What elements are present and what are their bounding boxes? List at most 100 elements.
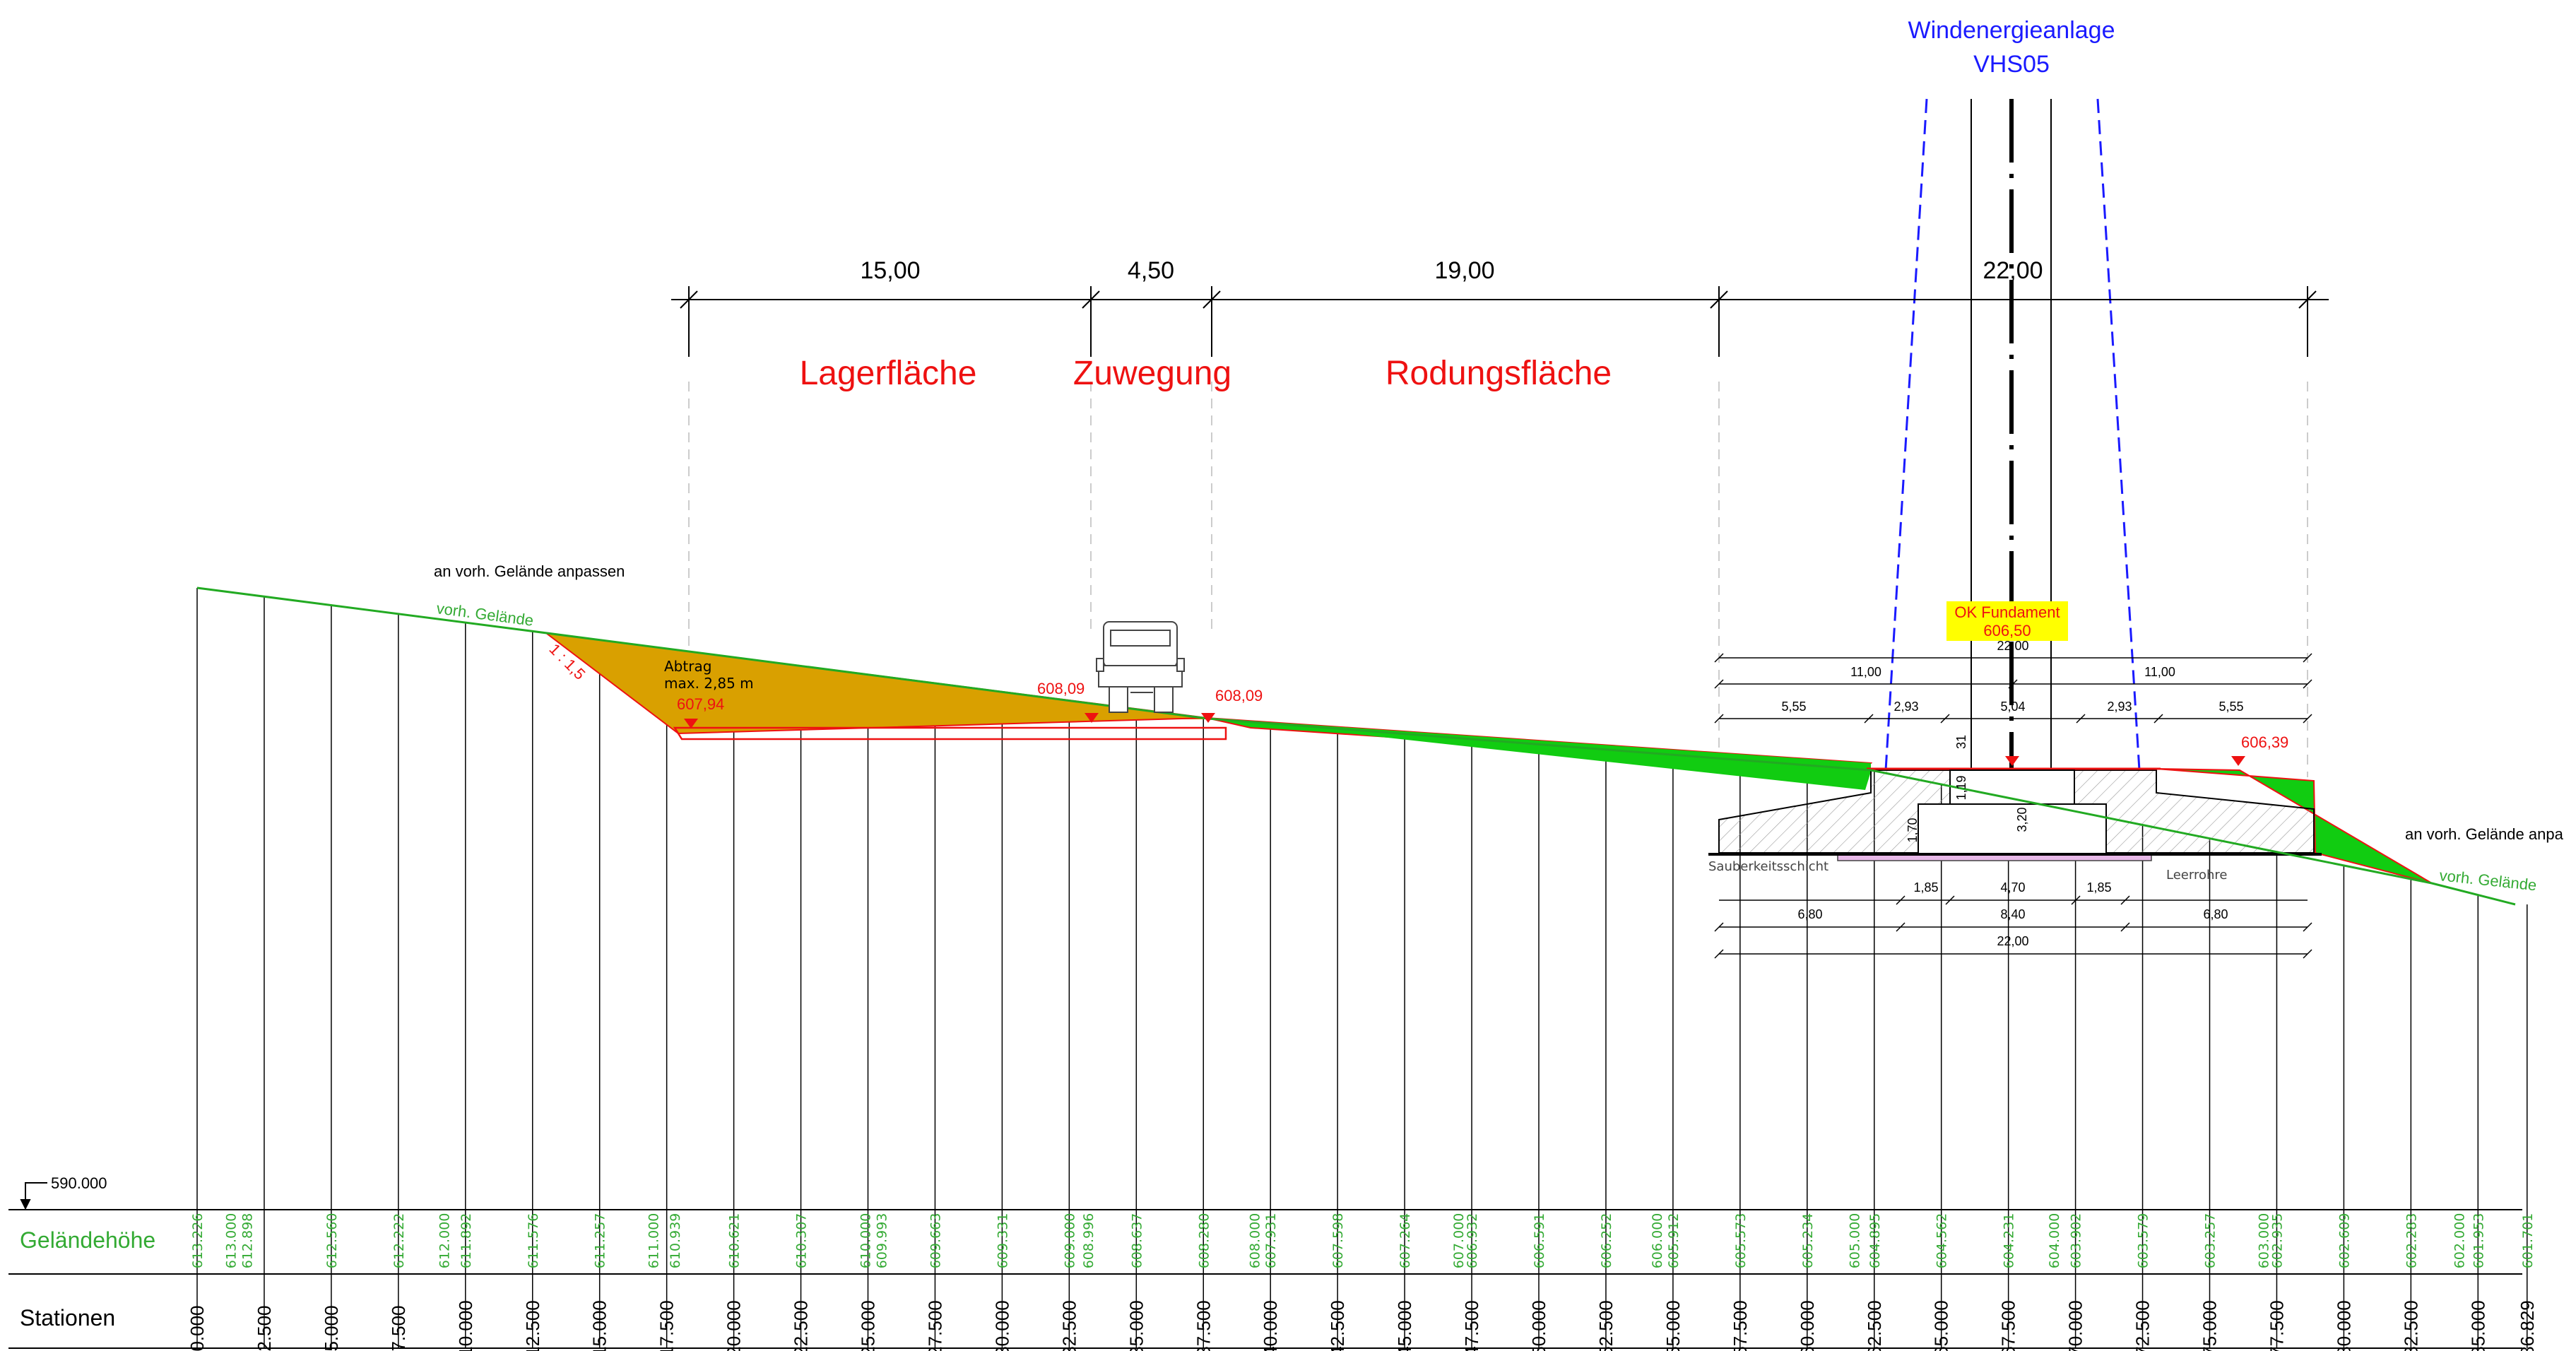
elevation-lager: 607,94 xyxy=(677,695,724,713)
top-dimension-chain xyxy=(671,286,2329,777)
terrain-height-19: 608.637 xyxy=(1129,1213,1145,1269)
station-label-13: 32.500 xyxy=(1058,1300,1080,1351)
station-label-24: 60.000 xyxy=(1797,1300,1818,1351)
dimension-lagerflaeche: 15,00 xyxy=(860,257,920,284)
station-label-34: 85.000 xyxy=(2467,1300,2488,1351)
note-anpassen-right: an vorh. Gelände anpa xyxy=(2405,825,2564,843)
truck-icon xyxy=(1096,621,1185,713)
dim-upper-part-2: 2,93 xyxy=(1893,700,1918,714)
dim-vertical-2: 1,19 xyxy=(1954,775,1968,800)
station-label-15: 37.500 xyxy=(1193,1300,1214,1351)
station-label-25: 62.500 xyxy=(1864,1300,1885,1351)
storage-platform xyxy=(673,726,1227,741)
terrain-height-40: 603.257 xyxy=(2203,1213,2218,1269)
terrain-height-31: 605.573 xyxy=(1733,1213,1749,1269)
terrain-height-10: 610.939 xyxy=(668,1213,683,1269)
dim-tick-7 xyxy=(1940,714,1950,724)
terrain-height-30: 605.912 xyxy=(1666,1213,1682,1269)
terrain-height-15: 609.663 xyxy=(928,1213,943,1269)
dim-upper-total: 22,00 xyxy=(1997,639,2028,653)
station-label-20: 50.000 xyxy=(1528,1300,1549,1351)
fundament-label: OK Fundament xyxy=(1954,603,2060,621)
note-vorh-gelaende-right: vorh. Gelände xyxy=(2438,866,2537,894)
note-sauberkeitsschicht: Sauberkeitsschicht xyxy=(1708,859,1828,874)
row-label-stationen: Stationen xyxy=(20,1305,115,1331)
dim-lower-part-2: 4,70 xyxy=(2000,880,2025,895)
station-label-32: 80.000 xyxy=(2333,1300,2354,1351)
station-label-28: 70.000 xyxy=(2065,1300,2086,1351)
dim-tick-0 xyxy=(1714,653,1724,663)
note-anpassen-left: an vorh. Gelände anpassen xyxy=(434,562,625,580)
station-label-7: 17.500 xyxy=(656,1300,678,1351)
dim-tick-8 xyxy=(2076,714,2086,724)
terrain-height-20: 608.280 xyxy=(1196,1213,1212,1269)
fundament-label-box xyxy=(1946,601,2068,641)
station-label-29: 72.500 xyxy=(2132,1300,2153,1351)
terrain-height-18: 608.996 xyxy=(1081,1213,1097,1269)
dim-lower-mid-2: 8,40 xyxy=(2000,907,2025,921)
station-label-35: 86.829 xyxy=(2517,1300,2538,1351)
dim-lower-total: 22,00 xyxy=(1997,934,2028,948)
terrain-height-34: 604.895 xyxy=(1867,1213,1883,1269)
dim-tick-10 xyxy=(2303,714,2312,724)
station-label-12: 30.000 xyxy=(991,1300,1012,1351)
dim-tick-1 xyxy=(2303,653,2312,663)
terrain-height-35: 604.562 xyxy=(1934,1213,1950,1269)
terrain-height-16: 609.331 xyxy=(995,1213,1010,1269)
dim-tick-12 xyxy=(1945,895,1955,905)
dim-lower-mid-1: 6,80 xyxy=(1797,907,1822,921)
dim-upper-part-1: 5,55 xyxy=(1781,700,1806,714)
station-label-1: 2.500 xyxy=(254,1305,275,1351)
terrain-height-2: 612.898 xyxy=(240,1213,255,1269)
dimension-rodungsflaeche: 19,00 xyxy=(1434,257,1494,284)
station-label-2: 5.000 xyxy=(321,1305,342,1351)
terrain-height-23: 607.598 xyxy=(1330,1213,1346,1269)
terrain-height-47: 601.701 xyxy=(2520,1213,2536,1269)
station-label-30: 75.000 xyxy=(2199,1300,2221,1351)
terrain-height-29: 606.000 xyxy=(1650,1213,1665,1269)
station-label-18: 45.000 xyxy=(1394,1300,1415,1351)
station-label-17: 42.500 xyxy=(1327,1300,1348,1351)
terrain-height-0: 613.226 xyxy=(190,1213,206,1269)
terrain-height-11: 610.621 xyxy=(727,1213,743,1269)
dim-tick-5 xyxy=(1714,714,1724,724)
terrain-height-38: 603.902 xyxy=(2069,1213,2084,1269)
station-label-8: 20.000 xyxy=(723,1300,745,1351)
terrain-height-39: 603.579 xyxy=(2136,1213,2151,1269)
terrain-height-5: 612.000 xyxy=(437,1213,452,1269)
elevation-markers xyxy=(684,713,2245,766)
terrain-height-36: 604.231 xyxy=(2002,1213,2017,1269)
station-label-5: 12.500 xyxy=(522,1300,543,1351)
dim-lower-part-3: 1,85 xyxy=(2086,880,2111,895)
zone-rodungsflaeche: Rodungsfläche xyxy=(1386,355,1612,392)
terrain-height-13: 610.000 xyxy=(858,1213,874,1269)
dimension-fundament: 22,00 xyxy=(1983,257,2043,284)
terrain-height-27: 606.591 xyxy=(1532,1213,1547,1269)
dim-tick-14 xyxy=(2120,895,2130,905)
dim-vertical-4: 1,70 xyxy=(1906,818,1920,842)
note-abtrag-2: max. 2,85 m xyxy=(664,675,754,692)
dim-tick-20 xyxy=(2303,949,2312,959)
terrain-height-7: 611.576 xyxy=(526,1213,541,1269)
fill-area-right xyxy=(2156,768,2433,884)
station-verticals xyxy=(196,588,2528,1348)
dim-tick-4 xyxy=(2303,679,2312,689)
station-label-16: 40.000 xyxy=(1260,1300,1281,1351)
datum-value: 590.000 xyxy=(51,1174,107,1192)
terrain-height-8: 611.257 xyxy=(593,1213,608,1269)
terrain-height-1: 613.000 xyxy=(223,1213,239,1269)
fundament-value: 606,50 xyxy=(1983,622,2031,639)
terrain-height-14: 609.993 xyxy=(874,1213,890,1269)
station-label-14: 35.000 xyxy=(1125,1300,1147,1351)
station-label-0: 0.000 xyxy=(187,1305,208,1351)
terrain-height-22: 607.931 xyxy=(1263,1213,1279,1269)
dim-tick-2 xyxy=(1714,679,1724,689)
station-label-26: 65.000 xyxy=(1931,1300,1952,1351)
foundation-dimension-ticks xyxy=(1714,653,2312,959)
fill-area-left-main xyxy=(1207,718,1871,790)
station-label-21: 52.500 xyxy=(1595,1300,1617,1351)
foundation-dimension-lines xyxy=(1719,657,2308,955)
